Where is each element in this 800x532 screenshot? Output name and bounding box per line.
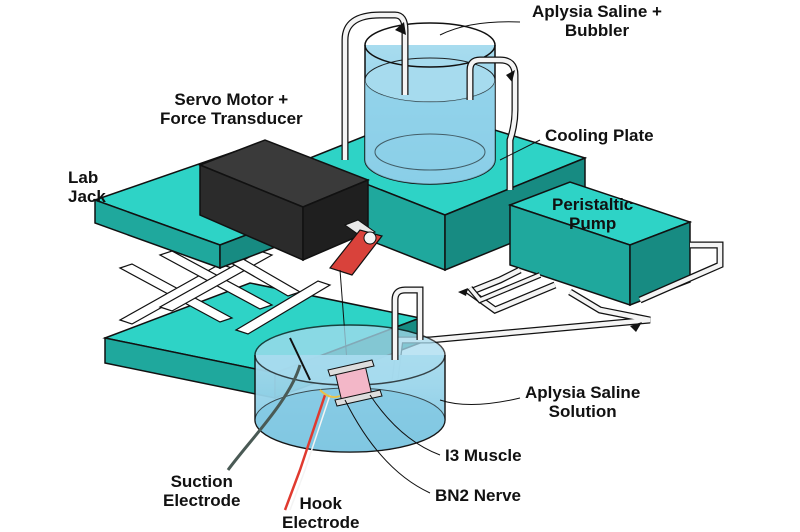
label-bn2-nerve: BN2 Nerve xyxy=(435,486,521,505)
label-servo-line1: Servo Motor + xyxy=(174,90,289,109)
label-i3-muscle: I3 Muscle xyxy=(445,446,522,465)
label-bn2-line1: BN2 Nerve xyxy=(435,486,521,505)
leader-lines xyxy=(344,21,541,494)
label-pump: Peristaltic Pump xyxy=(552,195,633,233)
label-bubbler-line1: Aplysia Saline + xyxy=(532,2,662,21)
flow-arrows xyxy=(395,22,642,332)
label-pump-line1: Peristaltic xyxy=(552,195,634,214)
peristaltic-pump xyxy=(391,181,724,381)
label-labjack-line1: Lab xyxy=(68,168,99,187)
label-solution: Aplysia Saline Solution xyxy=(525,383,640,421)
label-servo-line2: Force Transducer xyxy=(160,109,303,128)
bubbler-beaker xyxy=(341,11,519,190)
muscle-clamp-top xyxy=(327,359,375,377)
muscle-clamp-bottom xyxy=(334,389,383,407)
label-suction-line1: Suction xyxy=(170,472,233,491)
label-bubbler-line2: Bubbler xyxy=(564,21,630,40)
electrodes xyxy=(226,337,341,511)
label-solution-line2: Solution xyxy=(548,402,617,421)
servo-motor-box xyxy=(197,139,384,376)
label-solution-line1: Aplysia Saline xyxy=(525,383,641,402)
label-hook-line1: Hook xyxy=(299,494,342,513)
label-pump-line2: Pump xyxy=(569,214,617,233)
label-labjack-line2: Jack xyxy=(68,187,106,206)
label-servo: Servo Motor + Force Transducer xyxy=(160,90,303,128)
label-hook: Hook Electrode xyxy=(282,494,359,532)
label-lab-jack: Lab Jack xyxy=(68,168,106,206)
hook-electrode xyxy=(283,394,327,511)
label-suction: Suction Electrode xyxy=(163,472,240,510)
suction-electrode xyxy=(226,364,302,471)
lab-jack-scissor xyxy=(118,240,332,335)
label-hook-line2: Electrode xyxy=(282,513,360,532)
label-cooling-line1: Cooling Plate xyxy=(545,126,654,145)
label-bubbler: Aplysia Saline + Bubbler xyxy=(532,2,662,40)
label-suction-line2: Electrode xyxy=(163,491,241,510)
label-cooling-plate: Cooling Plate xyxy=(545,126,654,145)
label-i3-line1: I3 Muscle xyxy=(445,446,522,465)
